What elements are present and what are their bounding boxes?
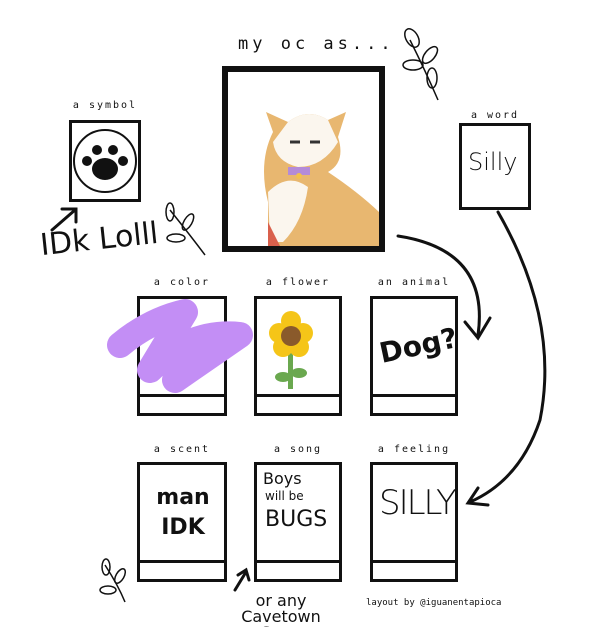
song-label: a song (273, 444, 323, 455)
song-answer-line3: BUGS (265, 507, 328, 532)
scent-label: a scent (153, 444, 211, 455)
credit-text: layout by @iguanentapioca (366, 598, 502, 608)
sunflower-icon (269, 311, 313, 389)
scent-box: man IDK (137, 462, 227, 582)
main-portrait-frame (222, 66, 385, 252)
color-label: a color (153, 277, 211, 288)
word-answer: Silly (468, 148, 518, 176)
paw-icon (73, 129, 137, 193)
animal-answer: Dog? (376, 321, 461, 370)
symbol-label: a symbol (72, 100, 138, 111)
symbol-box (69, 120, 141, 202)
cat-oc-image (228, 72, 379, 246)
song-note: or any Cavetown Song (241, 591, 321, 627)
arrow-to-song (233, 567, 251, 592)
animal-label: an animal (377, 277, 451, 288)
symbol-note: IDk Lolll (38, 215, 160, 264)
page-title: my oc as... (238, 34, 395, 54)
color-box (137, 296, 227, 416)
feeling-answer: SILLY (379, 483, 457, 523)
song-answer-line2: will be (265, 489, 304, 503)
flower-label: a flower (265, 277, 331, 288)
arrow-to-feeling (465, 210, 547, 507)
feeling-box: SILLY (370, 462, 458, 582)
feeling-label: a feeling (377, 444, 451, 455)
song-answer-line1: Boys (263, 469, 302, 488)
flower-box (254, 296, 342, 416)
animal-box: Dog? (370, 296, 461, 416)
word-label: a word (470, 110, 520, 121)
song-box: Boys will be BUGS (254, 462, 342, 582)
word-box: Silly (459, 123, 531, 210)
scent-answer: man IDK (156, 485, 210, 540)
